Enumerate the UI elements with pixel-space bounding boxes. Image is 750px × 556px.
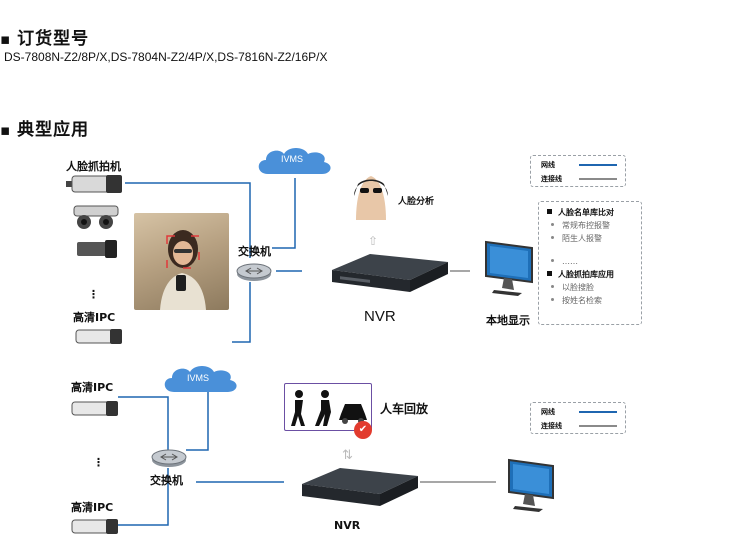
line-cloud2-to-switch bbox=[186, 392, 209, 451]
dot-bullet-icon bbox=[551, 223, 554, 226]
bullet-camera-icon bbox=[66, 175, 122, 193]
line-face-camera-to-switch bbox=[125, 182, 251, 258]
bullet-icon: ▪ bbox=[0, 30, 12, 48]
upload-arrow-icon: ⇧ bbox=[368, 234, 379, 248]
square-bullet-icon bbox=[547, 209, 552, 214]
nvr-label: NVR bbox=[364, 308, 396, 325]
line-ipc2-to-switch bbox=[118, 468, 169, 526]
switch-label: 交换机 bbox=[150, 474, 183, 487]
hd-ipc-label-2: 高清IPC bbox=[71, 501, 114, 514]
face-recognition-photo bbox=[134, 213, 229, 310]
hd-ipc-camera-icon bbox=[75, 329, 122, 344]
face-analysis-image bbox=[350, 170, 392, 220]
info-head-1: 人脸名单库比对 bbox=[547, 206, 633, 219]
legend-network-line bbox=[579, 164, 617, 166]
ivms-cloud-label: IVMS bbox=[187, 373, 210, 383]
camera-ellipsis: ⋮ bbox=[88, 288, 99, 301]
legend-connection-label: 连接线 bbox=[541, 175, 562, 183]
switch-icon bbox=[151, 449, 187, 467]
nvr-device-icon bbox=[302, 468, 418, 506]
line-legend: 网线 连接线 bbox=[530, 155, 626, 187]
switch-label: 交换机 bbox=[238, 245, 271, 258]
line-ipc1-to-switch bbox=[118, 396, 169, 450]
face-capture-camera-label: 人脸抓拍机 bbox=[66, 160, 121, 173]
legend-connection-line bbox=[579, 178, 617, 180]
local-display-label: 本地显示 bbox=[486, 314, 530, 327]
face-analysis-label: 人脸分析 bbox=[398, 197, 435, 207]
hd-ipc-camera-icon bbox=[71, 519, 118, 534]
woman-with-phone-icon bbox=[160, 230, 206, 310]
ivms-cloud-label: IVMS bbox=[281, 154, 304, 164]
hd-ipc-label: 高清IPC bbox=[73, 311, 116, 324]
line-cloud-to-switch bbox=[272, 178, 296, 249]
info-head-2: 人脸抓拍库应用 bbox=[547, 268, 633, 281]
order-models-text: DS-7808N-Z2/8P/X,DS-7804N-Z2/4P/X,DS-781… bbox=[4, 50, 328, 64]
ivms-cloud-icon bbox=[164, 366, 237, 392]
application-section-title: ▪典型应用 bbox=[0, 120, 90, 140]
sync-arrows-icon: ⇅ bbox=[342, 448, 353, 463]
legend-network-line bbox=[579, 411, 617, 413]
face-application-info-box: 人脸名单库比对 常规布控报警 陌生人报警 …… 人脸抓拍库应用 以脸搜脸 按姓名… bbox=[538, 201, 642, 325]
hd-ipc-camera-icon bbox=[71, 401, 118, 416]
legend-connection-line bbox=[579, 425, 617, 427]
dot-bullet-icon bbox=[551, 285, 554, 288]
bullet-icon: ▪ bbox=[0, 121, 12, 139]
monitor-icon bbox=[508, 458, 554, 512]
hd-ipc-label-1: 高清IPC bbox=[71, 381, 114, 394]
camera-ellipsis: ⋮ bbox=[93, 456, 104, 469]
nvr-label: NVR bbox=[334, 519, 361, 532]
nvr-device-icon bbox=[332, 254, 448, 292]
line-ipc-to-switch bbox=[232, 282, 251, 343]
playback-badge-icon: ✔ bbox=[354, 421, 372, 439]
info-item: 按姓名检索 bbox=[547, 294, 633, 307]
info-item: 以脸搜脸 bbox=[547, 281, 633, 294]
legend-network-label: 网线 bbox=[541, 161, 555, 169]
legend-connection-label: 连接线 bbox=[541, 422, 562, 430]
info-item: 常规布控报警 bbox=[547, 219, 633, 232]
square-bullet-icon bbox=[547, 271, 552, 276]
dual-lens-camera-icon bbox=[73, 205, 119, 229]
people-and-car-icon bbox=[291, 390, 367, 426]
info-ellipsis: …… bbox=[547, 255, 633, 268]
playback-label: 人车回放 bbox=[380, 402, 429, 416]
info-item: 陌生人报警 bbox=[547, 232, 633, 245]
line-legend: 网线 连接线 bbox=[530, 402, 626, 434]
dot-bullet-icon bbox=[551, 236, 554, 239]
switch-icon bbox=[236, 263, 272, 281]
ivms-cloud-icon bbox=[258, 148, 331, 174]
monitor-icon bbox=[485, 240, 533, 296]
dot-bullet-icon bbox=[551, 259, 554, 262]
legend-network-label: 网线 bbox=[541, 408, 555, 416]
dot-bullet-icon bbox=[551, 298, 554, 301]
order-section-title: ▪订货型号 bbox=[0, 29, 90, 49]
box-camera-icon bbox=[77, 240, 117, 258]
